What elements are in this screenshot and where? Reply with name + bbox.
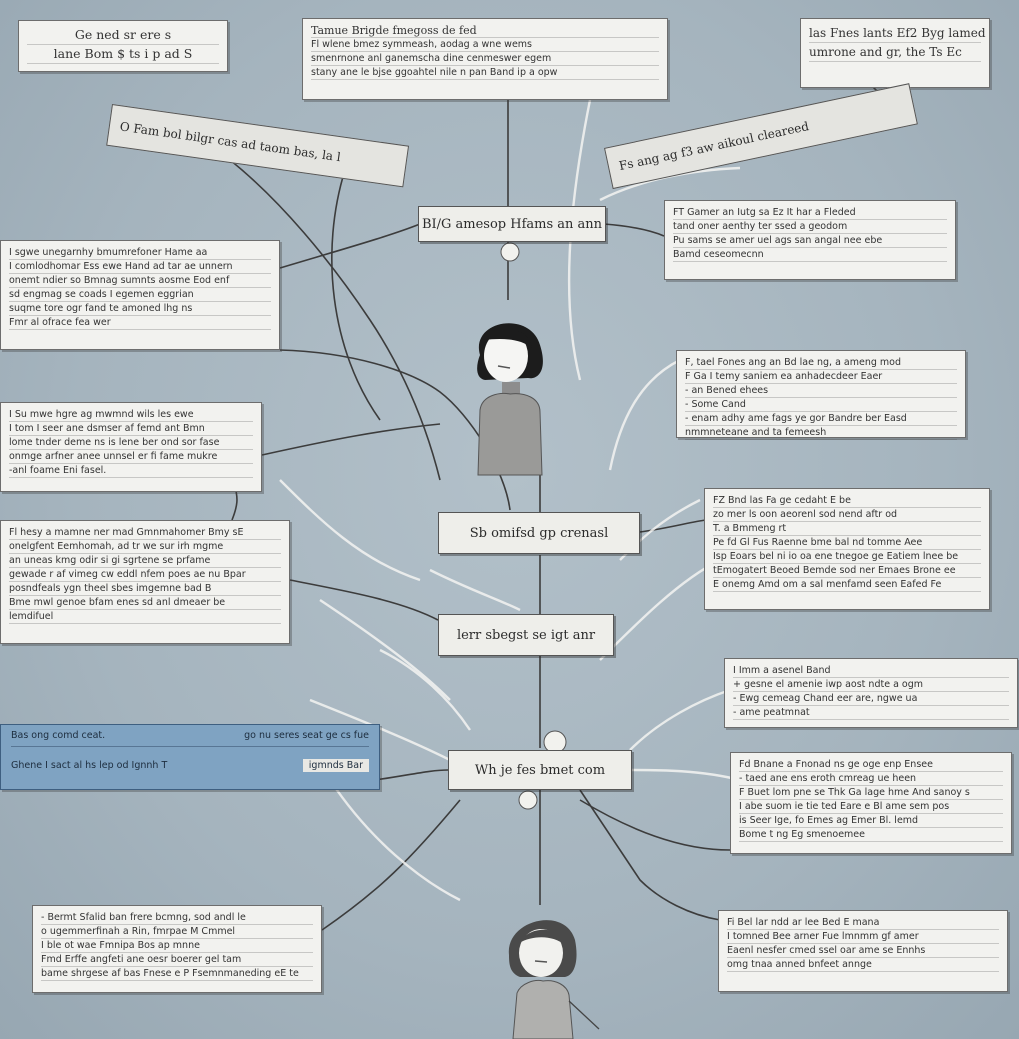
center-node-2: Sb omifsd gp crenasl: [438, 512, 640, 554]
connector-left-g: [331, 169, 381, 421]
connector-left-f: [229, 159, 441, 481]
blue-bar-top-right: go nu seres seat ge cs fue: [244, 730, 369, 741]
connector-left-c: [289, 579, 439, 621]
right-note-b: F, tael Fones ang an Bd lae ng, a ameng …: [676, 350, 966, 440]
blue-bar-top-left: Bas ong comd ceat.: [11, 730, 106, 741]
blue-bar-bottom-right: igmnds Bar: [302, 759, 369, 772]
right-note-e: Fd Bnane a Fnonad ns ge oge enp Ensee - …: [730, 752, 1012, 854]
connector-left-e: [374, 769, 449, 781]
right-note-c: FZ Bnd las Fa ge cedaht E be zo mer ls o…: [704, 488, 990, 610]
left-note-b: I Su mwe hgre ag mwmnd wils les ewe I to…: [0, 402, 262, 492]
center-node-3: lerr sbegst se igt anr: [438, 614, 614, 656]
center-node-4: Wh je fes bmet com: [448, 750, 632, 790]
person-illustration-top: [477, 323, 543, 476]
connector-left-c2: [231, 489, 238, 521]
blue-bar-bottom-left: Ghene I sact al hs lep od Ignnh T: [11, 760, 168, 771]
connector-right-c: [639, 519, 707, 533]
connector-left-b: [261, 423, 441, 456]
center-node-1: BI/G amesop Hfams an ann: [418, 206, 606, 242]
left-note-a: I sgwe unegarnhy bmumrefoner Hame aa I c…: [0, 240, 280, 350]
person-illustration-bottom: [508, 920, 600, 1039]
node-bulb-3: [518, 790, 538, 810]
left-note-c: Fl hesy a mamne ner mad Gmnmahomer Bmy s…: [0, 520, 290, 644]
header-right-note: las Fnes lants Ef2 Byg lamed umrone and …: [800, 18, 990, 88]
header-left-title: Ge ned sr ere s lane Bom $ ts i p ad S: [18, 20, 228, 72]
left-note-d: - Bermt Sfalid ban frere bcmng, sod andl…: [32, 905, 322, 993]
right-note-a: FT Gamer an Iutg sa Ez It har a Fleded t…: [664, 200, 956, 280]
connector-right-f: [579, 799, 731, 851]
right-note-d: I Imm a asenel Band + gesne el amenie iw…: [724, 658, 1018, 728]
connector-right-a: [603, 223, 665, 237]
right-note-f: Fi Bel lar ndd ar lee Bed E mana I tomne…: [718, 910, 1008, 992]
connector-left-a: [279, 223, 421, 269]
node-bulb-1: [500, 242, 520, 262]
blue-highlight-bar: Bas ong comd ceat. go nu seres seat ge c…: [0, 724, 380, 790]
connector-right-e: [579, 789, 721, 921]
header-center-note: Tamue Brigde fmegoss de fed Fl wlene bme…: [302, 18, 668, 100]
connector-left-d: [321, 799, 461, 931]
